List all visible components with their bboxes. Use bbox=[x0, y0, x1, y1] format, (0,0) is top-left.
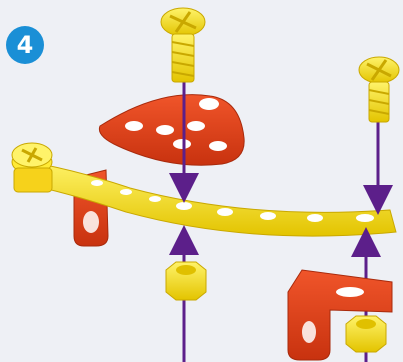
curved-strip bbox=[16, 160, 396, 236]
screw-right bbox=[359, 57, 399, 122]
screw-top bbox=[161, 8, 205, 82]
nut-right bbox=[346, 316, 386, 352]
triangle-plate bbox=[99, 95, 244, 166]
nut-left bbox=[166, 262, 206, 300]
screw-head-left bbox=[12, 143, 52, 192]
step-number-badge: 4 bbox=[6, 26, 44, 64]
